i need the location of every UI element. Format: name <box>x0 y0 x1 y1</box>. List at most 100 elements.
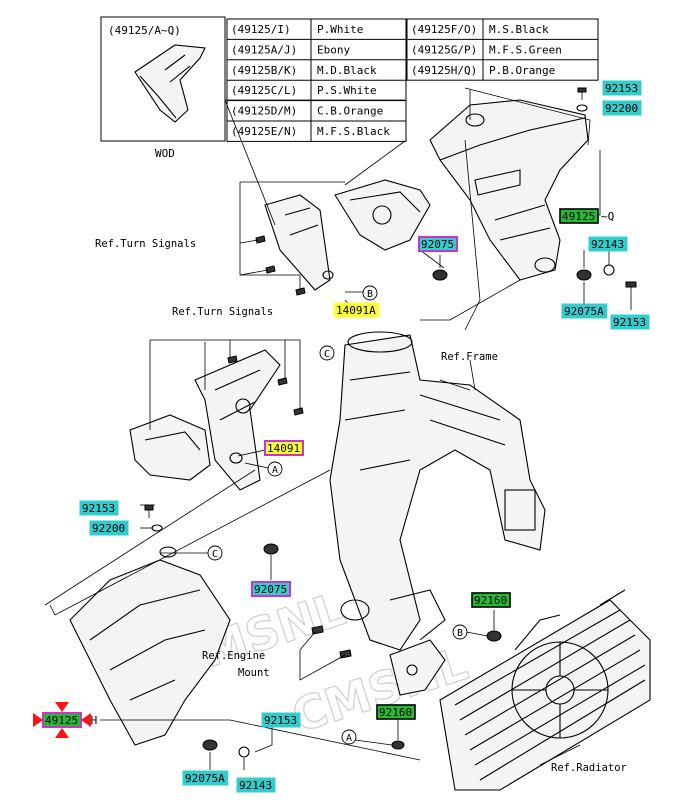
ref-radiator: Ref.Radiator <box>551 762 627 774</box>
part-tag-92075[interactable]: 92075 <box>418 236 458 252</box>
part-tag-92143[interactable]: 92143 <box>588 236 628 252</box>
grommet-92075-center <box>432 269 448 281</box>
part-tag-49125[interactable]: 49125 ~Q <box>559 208 614 224</box>
callout-a-bracket: A <box>267 461 283 477</box>
grommet-92075-right <box>576 269 592 281</box>
svg-text:A: A <box>272 465 278 476</box>
part-number: 92160 <box>474 594 507 607</box>
part-tag-92153[interactable]: 92153 <box>79 500 119 516</box>
part-tag-92143[interactable]: 92143 <box>236 777 276 793</box>
grommet-92075-bottom <box>202 739 218 751</box>
part-number: 92143 <box>591 238 624 251</box>
lower-left-cowl-part <box>69 546 231 746</box>
part-number: 92075 <box>421 238 454 251</box>
ref-frame: Ref.Frame <box>441 351 498 363</box>
washer-92143-right <box>603 264 615 276</box>
upper-turn-signal-assembly <box>264 179 431 291</box>
legend-grid-col1: (49125/I) P.White (49125A/J) Ebony (49125B/K… <box>226 18 407 142</box>
part-number: 49125 <box>45 714 78 727</box>
part-number: 92075 <box>254 583 287 596</box>
lower-turn-signal-assembly <box>129 349 281 491</box>
svg-text:C: C <box>324 349 330 360</box>
part-tag-49125[interactable]: 49125~H <box>33 702 97 738</box>
legend-color: M.D.Black <box>317 64 377 77</box>
legend-code: (49125C/L) <box>231 84 297 97</box>
svg-text:B: B <box>367 289 373 300</box>
part-number: 92200 <box>92 522 125 535</box>
part-number: 92143 <box>239 779 272 792</box>
callout-c-frame: C <box>319 345 335 361</box>
legend: (49125/A~Q) WOD (49125/I) P.White (49125A/… <box>100 16 599 160</box>
washer-92200-top <box>576 104 588 112</box>
legend-color: M.S.Black <box>489 23 549 36</box>
legend-code: (49125/I) <box>231 23 291 36</box>
svg-text:A: A <box>346 733 352 744</box>
legend-code: (49125A/J) <box>231 43 297 56</box>
legend-grid-col2: (49125F/O) M.S.Black (49125G/P) M.F.S.Green… <box>406 18 599 81</box>
legend-color: M.F.S.Black <box>317 125 390 138</box>
part-tag-92075a[interactable]: 92075A <box>182 770 229 786</box>
grommet-92075-lower <box>263 543 279 555</box>
wod-thumbnail <box>134 44 206 123</box>
part-tag-92160[interactable]: 92160 <box>376 704 416 720</box>
ref-engine-mount-line2: Mount <box>238 667 270 679</box>
part-tag-92075[interactable]: 92075 <box>251 581 291 597</box>
part-number: 92153 <box>264 714 297 727</box>
screw-92153-right <box>625 281 637 296</box>
screw-92153-top <box>577 87 587 100</box>
part-tag-92075a[interactable]: 92075A <box>561 303 608 319</box>
legend-code: (49125D/M) <box>231 105 297 118</box>
callout-a-radiator: A <box>341 729 357 745</box>
part-tag-92153[interactable]: 92153 <box>261 712 301 728</box>
legend-code: (49125G/P) <box>411 43 477 56</box>
legend-code: (49125E/N) <box>231 125 297 138</box>
part-tag-14091[interactable]: 14091 <box>264 440 304 456</box>
part-number: 92153 <box>605 82 638 95</box>
part-number: 14091 <box>267 442 300 455</box>
engine-mount-bracket <box>389 639 446 696</box>
leader-lines <box>44 87 632 770</box>
part-tag-92200[interactable]: 92200 <box>89 520 129 536</box>
svg-text:C: C <box>212 549 218 560</box>
callout-b-radiator: B <box>452 624 468 640</box>
reference-labels: Ref.Turn Signals Ref.Turn Signals Ref.Fr… <box>95 238 627 774</box>
wod-code: (49125/A~Q) <box>108 24 181 37</box>
callout-b-top: B <box>362 285 378 301</box>
screw-92153-left <box>144 504 154 518</box>
upper-right-cowl-part <box>429 99 589 281</box>
frame-part <box>329 331 546 651</box>
ref-turn-signals-upper: Ref.Turn Signals <box>95 238 196 250</box>
washer-92143-bottom <box>238 746 250 758</box>
washer-92200-left <box>151 524 163 532</box>
legend-color: P.S.White <box>317 84 377 97</box>
part-number: 14091A <box>336 304 376 317</box>
legend-code: (49125F/O) <box>411 23 477 36</box>
part-number: 92160 <box>379 706 412 719</box>
part-tag-92200[interactable]: 92200 <box>602 100 642 116</box>
legend-color: P.White <box>317 23 363 36</box>
part-number: 92075A <box>185 772 225 785</box>
part-tag-92153[interactable]: 92153 <box>602 80 642 96</box>
ref-engine-mount-line1: Ref.Engine <box>202 650 265 662</box>
part-tag-14091a[interactable]: 14091A <box>333 302 380 318</box>
legend-code: (49125B/K) <box>231 64 297 77</box>
part-number: 49125 <box>562 210 595 223</box>
wod-box <box>100 16 226 142</box>
wod-caption: WOD <box>155 147 175 160</box>
part-suffix: ~Q <box>601 210 614 223</box>
part-number: 92075A <box>564 305 604 318</box>
part-tag-92160[interactable]: 92160 <box>471 592 511 608</box>
legend-color: P.B.Orange <box>489 64 555 77</box>
legend-color: Ebony <box>317 43 350 56</box>
svg-text:B: B <box>457 628 463 639</box>
part-number: 92153 <box>613 316 646 329</box>
part-number: 92200 <box>605 102 638 115</box>
grommet-92160-lower <box>391 740 405 750</box>
ref-turn-signals-lower: Ref.Turn Signals <box>172 306 273 318</box>
part-tag-92153[interactable]: 92153 <box>610 314 650 330</box>
legend-color: M.F.S.Green <box>489 43 562 56</box>
selection-marker-icon <box>33 702 91 738</box>
